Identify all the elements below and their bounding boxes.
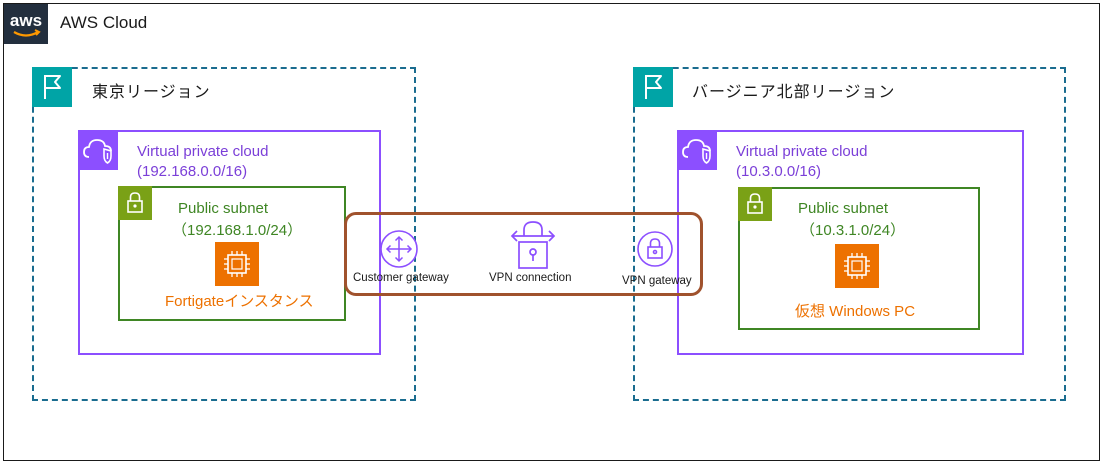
- region-name: バージニア北部リージョン: [692, 84, 896, 101]
- vpn-connection-icon: [508, 220, 558, 272]
- subnet-title: Public subnet: [798, 200, 889, 217]
- subnet-lock-icon: [738, 187, 772, 221]
- vpc-cloud-icon: [677, 130, 717, 170]
- vpn-gateway-icon: [636, 230, 674, 268]
- region-flag-icon: [633, 67, 673, 107]
- instance-label: Fortigateインスタンス: [165, 293, 314, 310]
- region-name: 東京リージョン: [92, 84, 211, 101]
- vpc-title: Virtual private cloud: [736, 143, 868, 160]
- vpc-cloud-icon: [78, 130, 118, 170]
- aws-cloud-title: AWS Cloud: [60, 13, 148, 32]
- vpc-group: [78, 130, 381, 355]
- subnet-cidr: （192.168.1.0/24）: [172, 222, 303, 239]
- ec2-instance-icon: [835, 244, 879, 288]
- region-flag-icon: [32, 67, 72, 107]
- vpc-cidr: (192.168.0.0/16): [137, 163, 248, 180]
- subnet-cidr: （10.3.1.0/24）: [800, 222, 906, 239]
- vpn-connection-label: VPN connection: [489, 272, 572, 284]
- subnet-lock-icon: [118, 186, 152, 220]
- vpc-title: Virtual private cloud: [137, 143, 269, 160]
- subnet-title: Public subnet: [178, 200, 269, 217]
- ec2-instance-icon: [215, 242, 259, 286]
- vpn-connection-group: [344, 212, 703, 296]
- instance-label: 仮想 Windows PC: [795, 303, 916, 320]
- subnet-group: [738, 187, 980, 330]
- vpc-group: [677, 130, 1024, 355]
- vpc-cidr: (10.3.0.0/16): [736, 163, 822, 180]
- aws-cloud-group: [3, 3, 1100, 461]
- vpn-gateway-label: VPN gateway: [622, 275, 692, 287]
- aws-logo-icon: aws: [4, 4, 48, 44]
- region-virginia: [633, 67, 1066, 401]
- customer-gateway-label: Customer gateway: [353, 272, 449, 284]
- svg-text:aws: aws: [10, 11, 42, 30]
- region-tokyo: [32, 67, 416, 401]
- customer-gateway-icon: [379, 229, 419, 269]
